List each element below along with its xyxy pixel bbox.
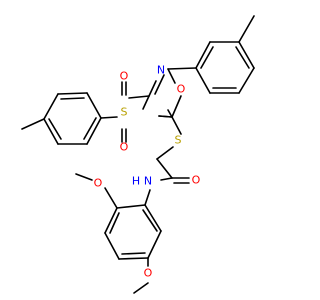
methyl-bond-left — [21, 118, 45, 130]
atom-o-sulfonyl-bottom: O — [120, 141, 129, 154]
methoxy-bond-bottom-b — [133, 282, 149, 294]
atom-s-sulfonyl: S — [121, 106, 128, 119]
amide-aryl-bond — [144, 189, 151, 206]
methoxy-bond-top-b — [75, 173, 93, 181]
atom-s-thioether: S — [175, 134, 182, 147]
atom-o-methoxy-bottom: O — [144, 267, 153, 280]
ch2-carbonyl-bond — [156, 158, 173, 179]
bond-lines — [21, 15, 255, 294]
tolyl-ring-left — [21, 92, 102, 145]
carbonyl-double-bond — [171, 177, 190, 184]
carbonyl-amide-bond — [160, 177, 173, 181]
atom-o-sulfonyl-top: O — [120, 70, 129, 83]
c4-sulfonyl-bond — [128, 95, 150, 99]
atom-labels: O N S S O O O N H O O — [94, 64, 201, 280]
tolyl-ring-top — [195, 15, 255, 94]
chemical-structure-diagram: O N S S O O O N H O O — [21, 15, 255, 294]
atom-n-ring: N — [157, 64, 165, 77]
atom-o-carbonyl: O — [192, 174, 201, 187]
atom-o-methoxy-top: O — [94, 177, 103, 190]
atom-h-amide: H — [132, 175, 140, 188]
atom-n-amide: N — [144, 175, 152, 188]
methyl-bond-top — [238, 15, 255, 43]
dimethoxyphenyl-ring — [104, 204, 162, 260]
sulfonyl-oxygen-bonds — [121, 81, 127, 143]
oxazole-ring — [142, 67, 197, 118]
atom-o-ring: O — [177, 83, 186, 96]
methoxy-bond-top-a — [104, 187, 118, 209]
c5-thioether-bond — [171, 116, 182, 135]
sulfonyl-aryl-bond — [100, 116, 118, 119]
thioether-ch2-bond — [156, 146, 174, 160]
